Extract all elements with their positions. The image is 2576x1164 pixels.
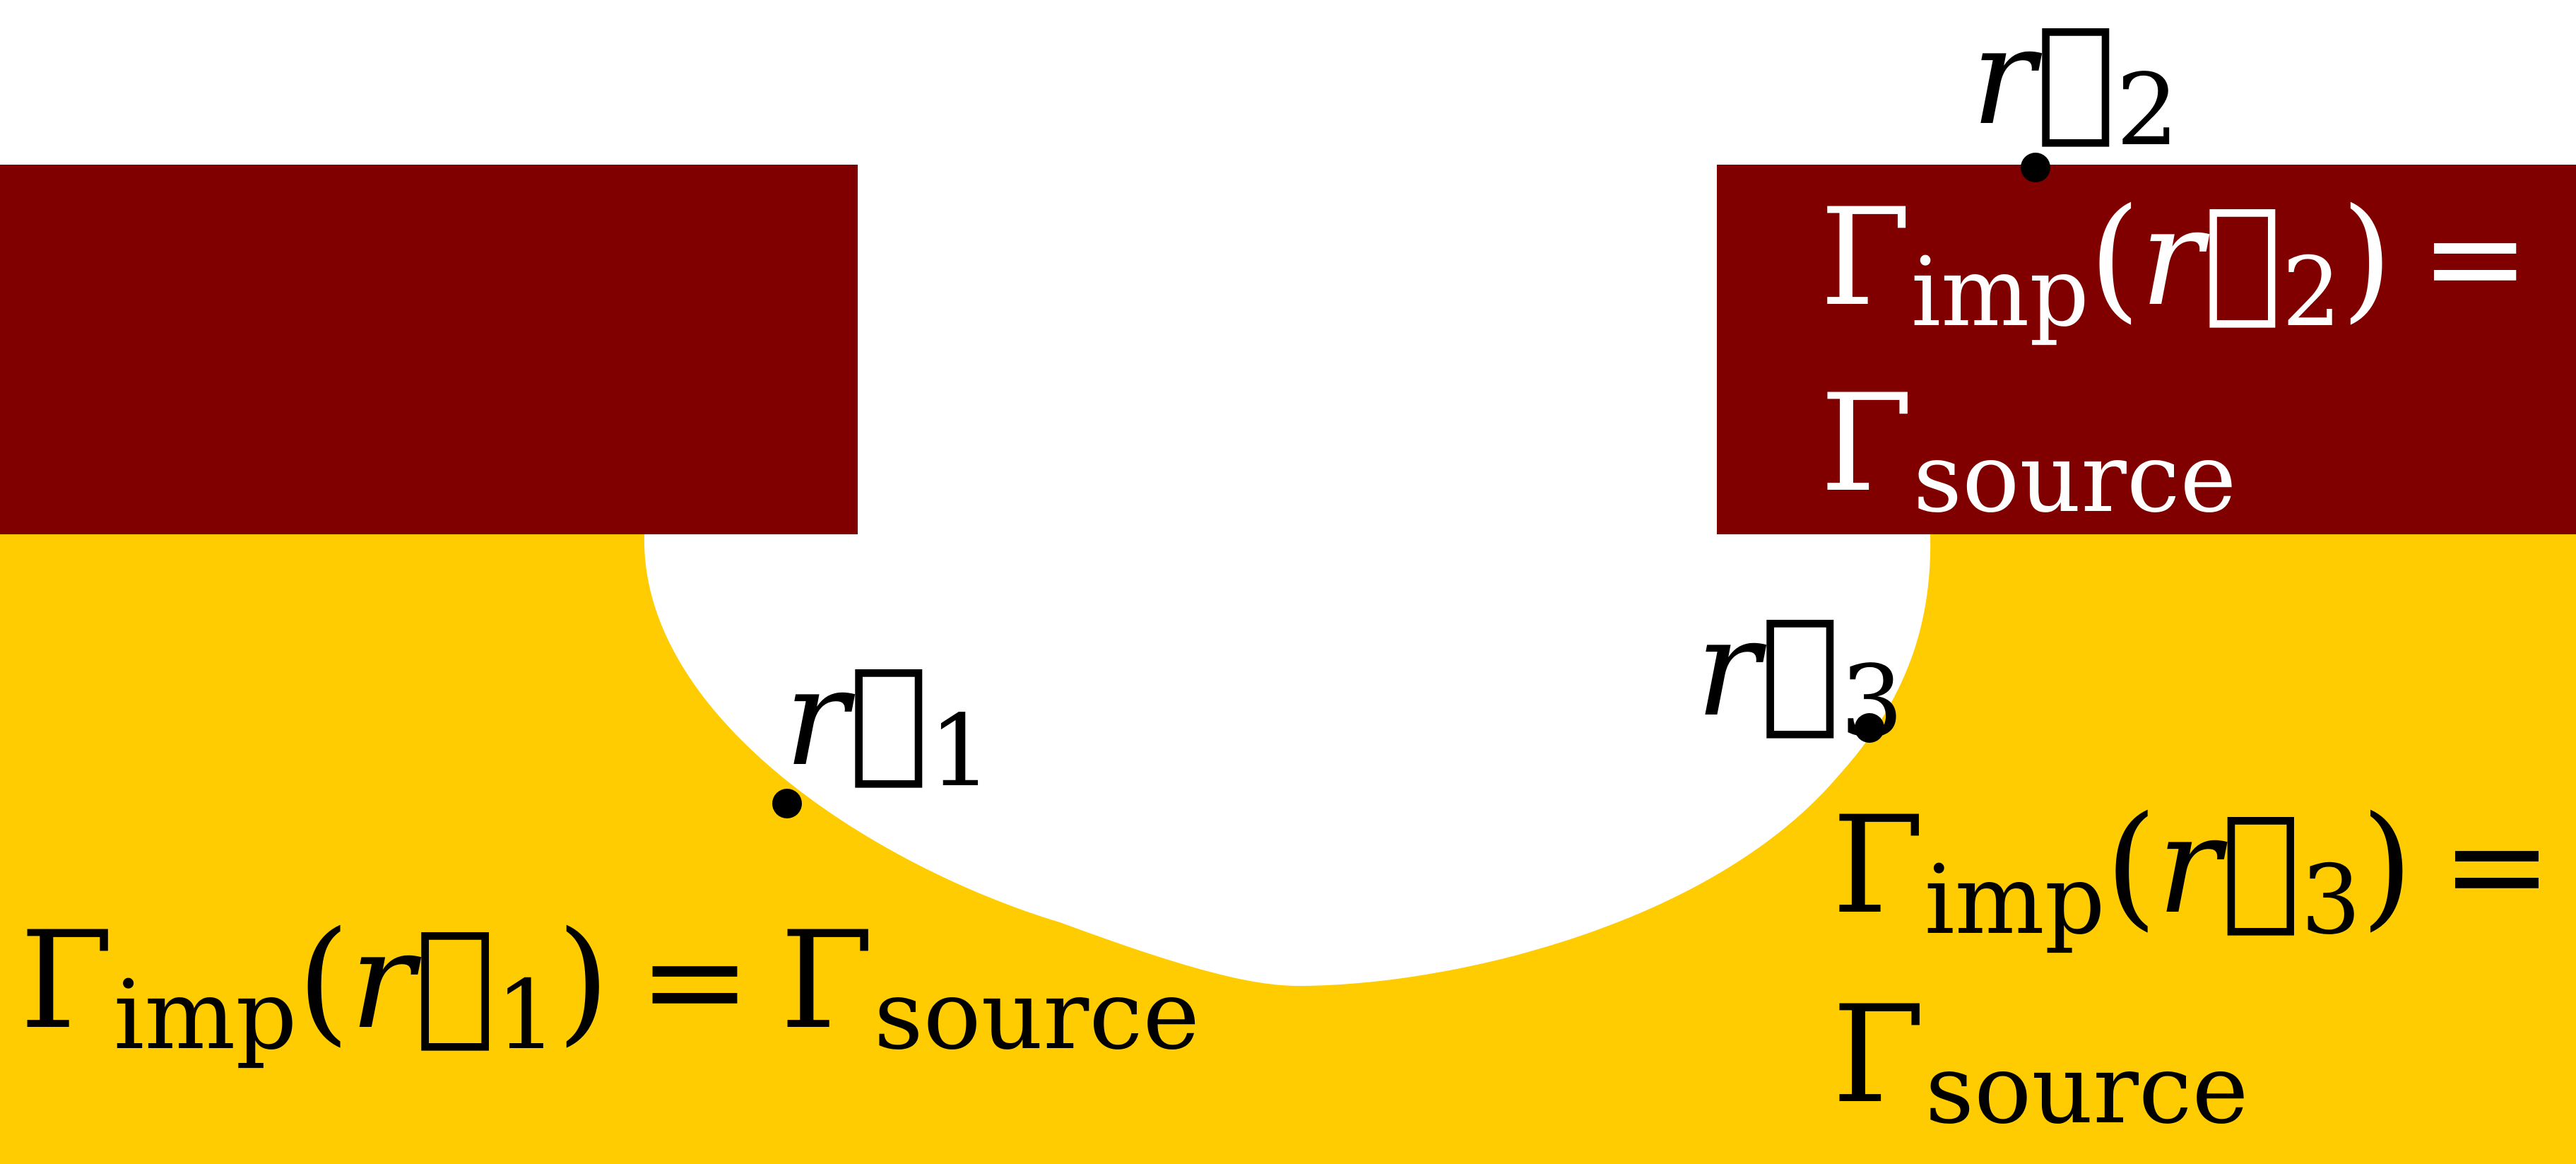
point-r2: [2021, 153, 2050, 182]
cavity-region: [644, 534, 1931, 986]
label-r2: r⃗2: [1971, 0, 2179, 168]
equation-r3-line1: Γimp(r⃗3)=: [1832, 787, 2553, 956]
equation-r1: Γimp(r⃗1)=Γsource: [20, 903, 1200, 1071]
source-region-right: [1717, 165, 2576, 534]
point-r1: [772, 789, 802, 818]
point-r3: [1855, 713, 1884, 743]
source-region-left: [0, 165, 858, 534]
equation-r2-line2: Γsource: [1820, 365, 2236, 534]
label-r3: r⃗3: [1696, 590, 1903, 760]
label-r1: r⃗1: [784, 640, 992, 809]
equation-r3-line2: Γsource: [1832, 977, 2248, 1145]
equation-r2-line1: Γimp(r⃗2)=: [1820, 180, 2530, 348]
